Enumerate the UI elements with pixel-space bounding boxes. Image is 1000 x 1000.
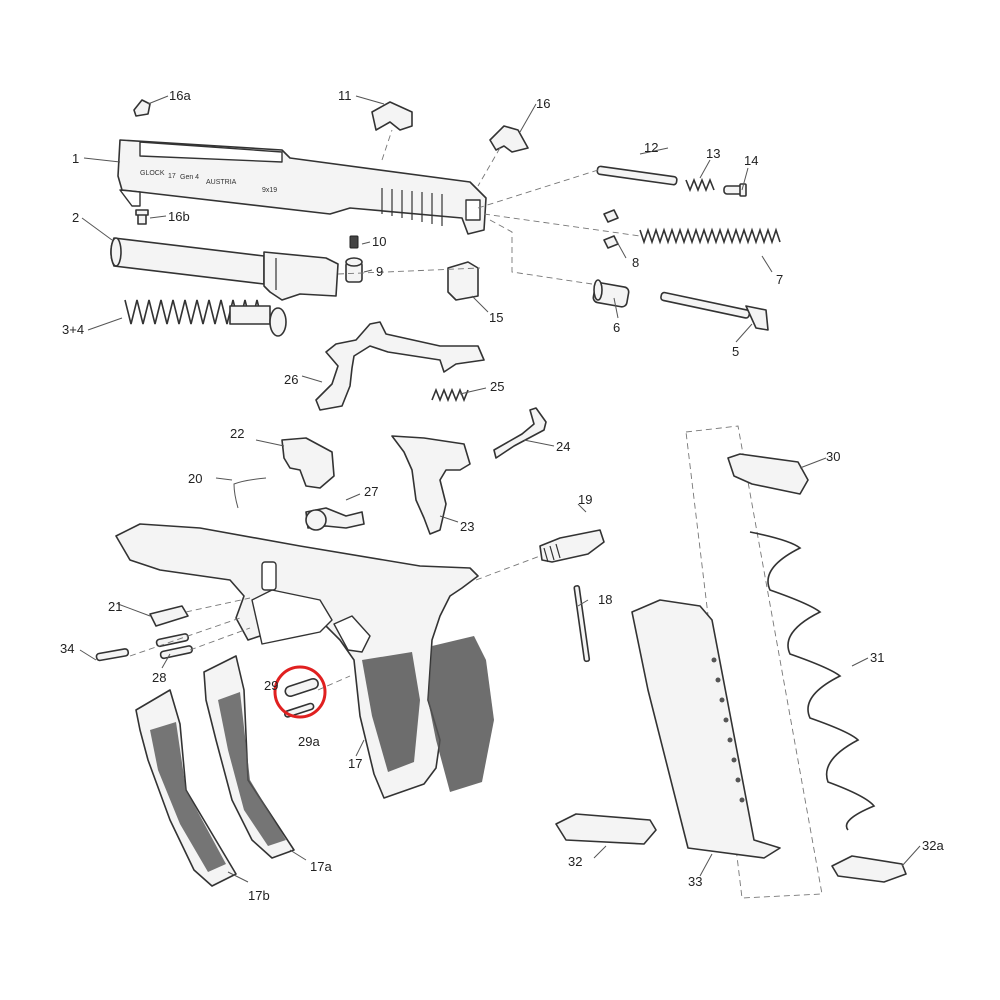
- part-8: [603, 209, 619, 249]
- part-29a: [283, 702, 315, 718]
- part-slide: GLOCK 17 Gen 4 AUSTRIA 9x19: [117, 139, 487, 235]
- assembly-lines: [129, 129, 641, 691]
- part-magazine-spring: [749, 531, 876, 831]
- part-25: [431, 387, 469, 403]
- part-follower: [727, 453, 809, 495]
- slide-model-text: 17: [168, 173, 176, 180]
- part-magazine-body: [631, 599, 781, 859]
- label-30: 30: [826, 449, 840, 464]
- part-20: [233, 477, 267, 509]
- part-firing-pin: [660, 291, 769, 331]
- highlight-circle: [273, 665, 327, 719]
- part-backstrap-17a: [203, 655, 295, 859]
- part-slide-lock: [539, 529, 605, 563]
- label-25: 25: [490, 379, 504, 394]
- label-16b: 16b: [168, 209, 190, 224]
- label-12: 12: [644, 140, 658, 155]
- label-16: 16: [536, 96, 550, 111]
- part-frame: [115, 523, 494, 799]
- part-sight-screw: [135, 209, 149, 225]
- slide-country-text: AUSTRIA: [206, 179, 237, 186]
- part-34: [95, 648, 130, 662]
- label-8: 8: [632, 255, 639, 270]
- part-trigger-housing: [391, 435, 471, 535]
- part-slide-cover-plate: [447, 261, 479, 301]
- label-10: 10: [372, 234, 386, 249]
- label-2: 2: [72, 210, 79, 225]
- label-23: 23: [460, 519, 474, 534]
- part-front-sight: [133, 99, 151, 117]
- label-17b: 17b: [248, 888, 270, 903]
- label-34: 34: [60, 641, 74, 656]
- part-recoil-spring: [124, 299, 287, 337]
- label-19: 19: [578, 492, 592, 507]
- label-26: 26: [284, 372, 298, 387]
- part-slide-stop: [149, 605, 189, 627]
- part-28: [155, 633, 193, 660]
- label-3-4: 3+4: [62, 322, 84, 337]
- label-33: 33: [688, 874, 702, 889]
- label-17a: 17a: [310, 859, 332, 874]
- part-7: [639, 227, 781, 245]
- part-18: [573, 585, 591, 663]
- part-27: [305, 507, 365, 531]
- label-7: 7: [776, 272, 783, 287]
- slide-brand-text: GLOCK: [140, 170, 165, 177]
- part-connector: [493, 407, 547, 459]
- label-32a: 32a: [922, 838, 944, 853]
- label-1: 1: [72, 151, 79, 166]
- slide-caliber-text: 9x19: [262, 187, 277, 194]
- part-29: [284, 677, 319, 698]
- part-11: [371, 101, 413, 131]
- label-9: 9: [376, 264, 383, 279]
- label-17: 17: [348, 756, 362, 771]
- part-floorplate-insert: [831, 855, 907, 883]
- part-14: [723, 183, 747, 197]
- part-9: [345, 257, 363, 283]
- label-20: 20: [188, 471, 202, 486]
- label-29: 29: [264, 678, 278, 693]
- label-16a: 16a: [169, 88, 191, 103]
- part-barrel: [110, 237, 339, 301]
- part-backstrap-17b: [135, 689, 237, 887]
- label-29a: 29a: [298, 734, 320, 749]
- part-floorplate: [555, 813, 657, 845]
- slide-gen-text: Gen 4: [180, 174, 199, 181]
- part-6: [592, 279, 630, 308]
- label-15: 15: [489, 310, 503, 325]
- part-trigger-bar: [315, 321, 485, 411]
- label-6: 6: [613, 320, 620, 335]
- part-13: [685, 177, 715, 193]
- label-14: 14: [744, 153, 758, 168]
- label-5: 5: [732, 344, 739, 359]
- label-28: 28: [152, 670, 166, 685]
- label-27: 27: [364, 484, 378, 499]
- label-31: 31: [870, 650, 884, 665]
- part-22: [281, 437, 335, 489]
- label-21: 21: [108, 599, 122, 614]
- part-12: [596, 165, 678, 186]
- label-24: 24: [556, 439, 570, 454]
- part-rear-sight: [489, 125, 529, 153]
- part-labels: 1 2 3+4 5 6 7 8 9 10 11 12 13 14 15 16 1…: [60, 88, 944, 903]
- label-32: 32: [568, 854, 582, 869]
- label-13: 13: [706, 146, 720, 161]
- leader-lines: [79, 95, 921, 883]
- label-11: 11: [338, 88, 352, 103]
- part-10: [349, 235, 359, 249]
- label-22: 22: [230, 426, 244, 441]
- label-18: 18: [598, 592, 612, 607]
